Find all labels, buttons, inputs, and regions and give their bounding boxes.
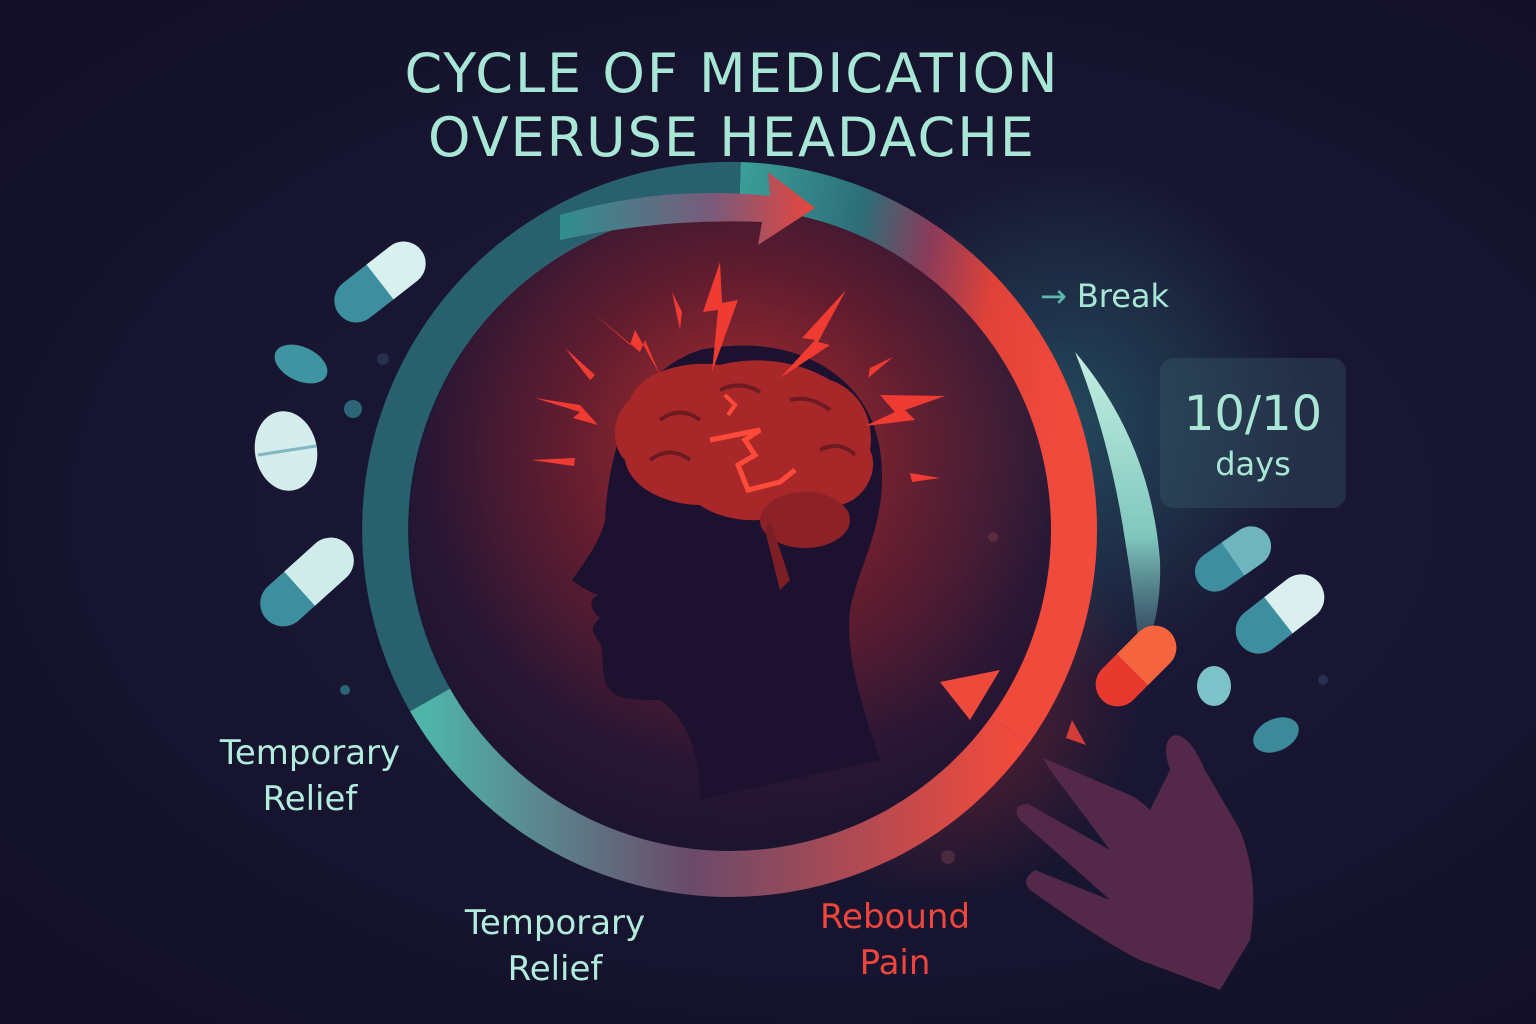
days-value: 10/10 (1183, 386, 1323, 442)
lightning-bolt-icon (531, 262, 945, 482)
tablet-icon (1197, 666, 1231, 706)
bottom-relief-line-1: Temporary (464, 903, 646, 943)
days-card: 10/10 days (1160, 358, 1346, 508)
arrow-right-icon: → (1040, 277, 1067, 315)
page-title: CYCLE OF MEDICATION OVERUSE HEADACHE (0, 42, 1464, 170)
dot-icon (941, 850, 955, 864)
capsule-icon (1194, 526, 1272, 592)
break-label: →Break (1040, 276, 1169, 316)
rebound-line-2: Pain (859, 943, 931, 983)
cycle-arrow-icon (560, 172, 815, 245)
dot-icon (988, 532, 998, 542)
left-relief-line-1: Temporary (219, 733, 401, 773)
brain-icon (614, 360, 874, 590)
capsule-icon (334, 241, 426, 323)
break-text: Break (1076, 277, 1170, 315)
tablet-icon (274, 344, 328, 384)
title-line-2: OVERUSE HEADACHE (428, 106, 1036, 169)
left-relief-label: Temporary Relief (190, 730, 430, 822)
dot-icon (340, 685, 350, 695)
hand-icon (1016, 735, 1254, 990)
capsule-icon (1235, 574, 1325, 654)
bottom-relief-label: Temporary Relief (430, 900, 680, 992)
dot-icon (344, 400, 362, 418)
left-relief-line-2: Relief (262, 779, 358, 819)
break-arc-icon (1075, 352, 1161, 660)
tablet-icon (1253, 717, 1299, 753)
capsule-icon (260, 537, 354, 627)
tablet-icon (254, 411, 318, 491)
arrowhead-icon (940, 670, 1086, 745)
dot-icon (377, 353, 389, 365)
dot-icon (1318, 675, 1328, 685)
rebound-pain-label: Rebound Pain (780, 894, 1010, 986)
rebound-line-1: Rebound (819, 897, 971, 937)
title-line-1: CYCLE OF MEDICATION (404, 42, 1060, 105)
days-unit: days (1215, 445, 1291, 483)
bottom-relief-line-2: Relief (507, 949, 603, 989)
red-capsule-icon (1095, 625, 1177, 707)
